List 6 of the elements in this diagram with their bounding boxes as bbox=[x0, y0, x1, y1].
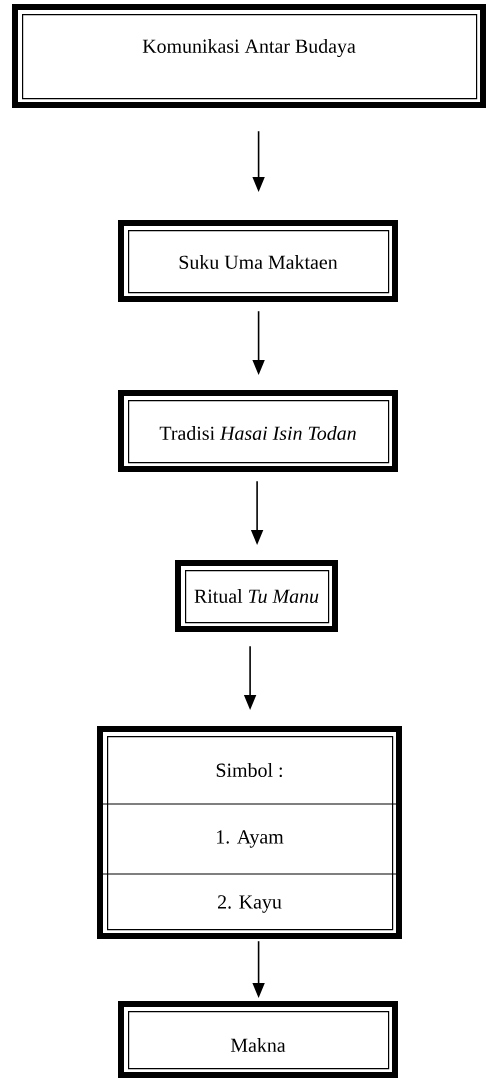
process-box: Makna bbox=[118, 1001, 398, 1078]
symbol-table: Simbol : 1. Ayam 2. Kayu bbox=[97, 726, 402, 939]
process-box: Ritual Tu Manu bbox=[175, 560, 338, 632]
process-box: Komunikasi Antar Budaya bbox=[12, 4, 486, 108]
process-box: Suku Uma Maktaen bbox=[118, 220, 398, 302]
process-box: Tradisi Hasai Isin Todan bbox=[118, 390, 398, 472]
